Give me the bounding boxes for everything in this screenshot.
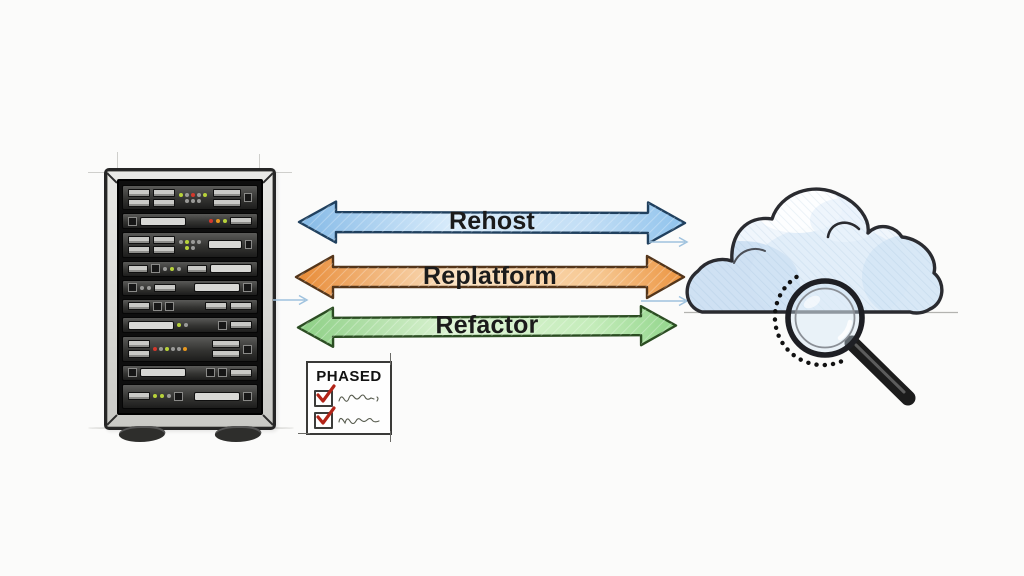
sketch-overshoot xyxy=(390,353,391,365)
rack-foot xyxy=(117,426,167,442)
double-arrow-icon xyxy=(294,254,686,300)
red-checkmark-icon xyxy=(316,384,336,403)
replatform-arrow: Replatform xyxy=(293,253,687,301)
rehost-arrow: Rehost xyxy=(296,198,688,246)
rack-unit xyxy=(122,260,258,277)
rack-foot xyxy=(213,426,263,442)
sketch-overshoot xyxy=(390,431,391,442)
magnifying-glass-icon xyxy=(772,271,916,406)
refactor-arrow: Refactor xyxy=(295,303,679,350)
phased-checklist-box: PHASED xyxy=(298,353,392,442)
replatform-label: Replatform xyxy=(423,261,557,290)
server-rack-illustration xyxy=(104,168,276,442)
rack-unit xyxy=(122,383,258,410)
connector-arrow-icon xyxy=(649,236,689,248)
construction-line xyxy=(117,152,118,174)
rack-unit xyxy=(122,336,258,362)
rack-unit xyxy=(122,317,258,334)
checklist-item xyxy=(314,406,390,429)
double-arrow-icon xyxy=(296,304,678,349)
rack-corner-brace xyxy=(262,172,274,184)
rack-corner-brace xyxy=(262,414,274,426)
rack-unit xyxy=(122,364,258,381)
sketch-overshoot xyxy=(298,433,310,434)
refactor-label: Refactor xyxy=(435,310,539,340)
cloud-icon xyxy=(685,187,944,315)
checklist-item xyxy=(314,384,390,407)
rack-unit xyxy=(122,213,258,230)
double-arrow-icon xyxy=(297,200,687,245)
checklist-title: PHASED xyxy=(316,368,382,385)
rack-unit xyxy=(122,298,258,315)
rehost-label: Rehost xyxy=(448,206,536,236)
red-checkmark-icon xyxy=(316,406,336,425)
cloud-illustration xyxy=(684,187,958,406)
connector-arrow-icon xyxy=(273,294,309,306)
rack-units xyxy=(117,179,263,415)
rack-unit xyxy=(122,279,258,296)
dotted-focus-circle xyxy=(772,271,844,368)
handwritten-scribble xyxy=(338,394,379,402)
connector-arrow-icon xyxy=(641,295,689,307)
rack-unit xyxy=(122,185,258,211)
rack-unit xyxy=(122,232,258,258)
handwritten-scribble xyxy=(338,417,380,425)
rack-corner-brace xyxy=(106,414,118,426)
construction-line xyxy=(259,154,260,174)
rack-corner-brace xyxy=(106,172,118,184)
